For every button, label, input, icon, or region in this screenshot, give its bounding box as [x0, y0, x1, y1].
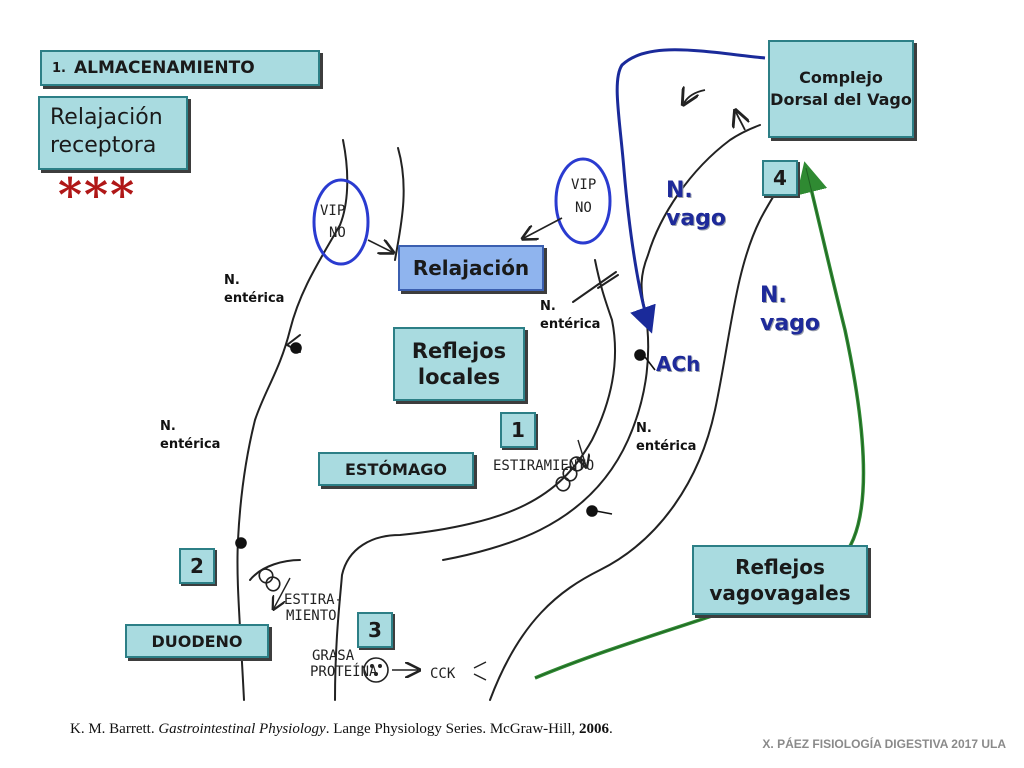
stretch-arrow-stomach [578, 439, 586, 466]
proteina-text: PROTEÍNA [310, 663, 378, 680]
ach-label: ACh [656, 352, 701, 376]
vip-text-right: VIP [571, 177, 596, 193]
no-text-left: NO [329, 225, 346, 241]
citation: K. M. Barrett. Gastrointestinal Physiolo… [70, 721, 613, 738]
stretch-coil-duodenum [258, 568, 281, 592]
step-marker-4: 4 [762, 160, 798, 196]
arrow-vip-right-to-relajacion [524, 217, 563, 238]
n-enterica-label-lower-left: N. entérica [160, 419, 221, 452]
complejo-dorsal-text: Complejo Dorsal del Vago [770, 68, 912, 109]
section-title: ALMACENAMIENTO [73, 58, 255, 78]
vip-no-circle-right [554, 157, 612, 245]
reflejos-vagovagales-box: Reflejos vagovagales [692, 545, 868, 615]
miento-text: MIENTO [286, 608, 337, 624]
stars-mark: *** [58, 168, 137, 222]
duodeno-text: DUODENO [151, 631, 243, 651]
arrow-vip-left-to-relajacion [367, 240, 392, 252]
section-number: 1. [52, 60, 66, 76]
n-vago-label-afferent: N. vago [760, 283, 821, 336]
vip-no-circle-left [312, 178, 370, 266]
citation-title: Gastrointestinal Physiology [158, 721, 326, 737]
reflejos-vagovagales-text: Reflejos vagovagales [709, 555, 851, 605]
complejo-dorsal-box: Complejo Dorsal del Vago [768, 40, 914, 138]
citation-rest: . Lange Physiology Series. McGraw-Hill, [325, 721, 576, 737]
relajacion-box: Relajación [398, 245, 544, 291]
citation-author: K. M. Barrett. [70, 721, 155, 737]
citation-end: . [608, 721, 613, 737]
estomago-text: ESTÓMAGO [344, 459, 447, 479]
step-marker-2: 2 [179, 548, 215, 584]
stretch-arrow-duodenum [274, 577, 291, 608]
reflejos-locales-text: Reflejos locales [411, 338, 507, 389]
step-marker-3: 3 [357, 612, 393, 648]
n-enterica-label-lower-right: N. entérica [636, 421, 697, 454]
grasa-text: GRASA [312, 648, 355, 664]
outline-arrow-right [736, 112, 745, 131]
n-enterica-label-upper-right: N. entérica [540, 299, 601, 332]
n-enterica-label-upper-left: N. entérica [224, 273, 285, 306]
section-title-box: 1. ALMACENAMIENTO [40, 50, 320, 86]
step-marker-1: 1 [500, 412, 536, 448]
estomago-box: ESTÓMAGO [318, 452, 474, 486]
cck-text: CCK [430, 666, 456, 682]
estira-text: ESTIRA- [284, 592, 343, 608]
citation-year: 2006 [578, 721, 609, 737]
duodeno-box: DUODENO [125, 624, 269, 658]
vagus-efferent-arrow [615, 48, 766, 334]
outline-arrow-top [684, 90, 706, 103]
no-text-right: NO [575, 200, 592, 216]
enteric-neurons [235, 342, 656, 549]
reflejos-locales-box: Reflejos locales [393, 327, 525, 401]
relajacion-text: Relajación [412, 256, 530, 280]
nutrient-cell [363, 657, 389, 683]
subtitle-box: Relajación receptora [38, 96, 188, 170]
estiramiento-text: ESTIRAMIENTO [493, 458, 594, 474]
subtitle-text: Relajación receptora [50, 105, 163, 158]
author-credit: X. PÁEZ FISIOLOGÍA DIGESTIVA 2017 ULA [762, 737, 1006, 751]
n-vago-label-efferent: N. vago [666, 178, 727, 231]
vip-text-left: VIP [320, 203, 345, 219]
